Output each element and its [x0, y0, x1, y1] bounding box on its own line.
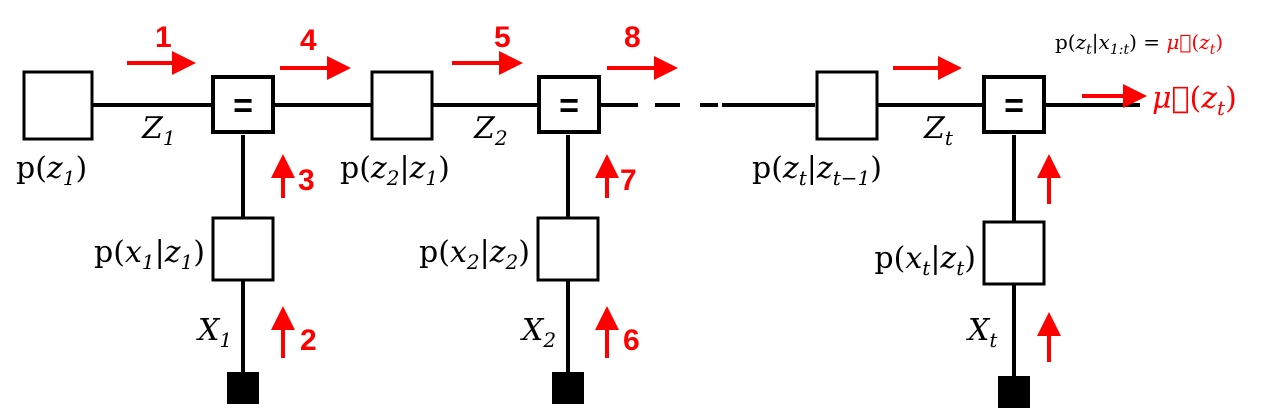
filtering-equation: p(zt|x1:t) = μ⃗(zt) [1055, 30, 1223, 58]
likelihood1-factor-box [211, 216, 275, 282]
variable-z2-label: Z2 [473, 111, 508, 150]
message-number-8: 8 [624, 21, 641, 54]
observed-x2-square [552, 372, 584, 404]
variable-xt-label: Xt [966, 313, 998, 352]
transitionT-factor-box [815, 70, 879, 141]
message-number-5: 5 [494, 21, 511, 54]
transition2-factor-label: p(z2|z1) [340, 151, 450, 190]
transition2-factor-box [370, 70, 434, 141]
likelihoodT-factor-label: p(xt|zt) [874, 241, 976, 280]
equality-symbol-t: = [1004, 87, 1024, 125]
equality-node-1 [211, 75, 275, 134]
prior-factor-box [22, 70, 94, 141]
equality-symbol-2: = [559, 87, 579, 125]
variable-x2-label: X2 [520, 313, 556, 352]
variable-zt-label: Zt [923, 111, 954, 150]
message-number-4: 4 [300, 24, 317, 57]
likelihood2-factor-box [536, 216, 600, 282]
variable-x1-label: X1 [196, 313, 232, 352]
likelihood1-factor-label: p(x1|z1) [94, 235, 205, 274]
transitionT-factor-label: p(zt|zt−1) [752, 151, 882, 190]
message-number-6: 6 [623, 324, 640, 357]
likelihoodT-factor-box [982, 220, 1046, 286]
variable-z1-label: Z1 [141, 111, 176, 150]
likelihood2-factor-label: p(x2|z2) [419, 235, 530, 274]
observed-xt-square [998, 376, 1030, 408]
message-number-7: 7 [620, 164, 637, 197]
output-message-label: μ⃗(zt) [1152, 81, 1237, 120]
prior-factor-label: p(z1) [16, 151, 87, 190]
message-number-1: 1 [155, 21, 172, 54]
observed-x1-square [227, 372, 259, 404]
equality-node-t [982, 75, 1046, 134]
message-number-3: 3 [298, 164, 315, 197]
equality-node-2 [537, 75, 601, 134]
equality-symbol-1: = [233, 87, 253, 125]
message-number-2: 2 [300, 324, 317, 357]
